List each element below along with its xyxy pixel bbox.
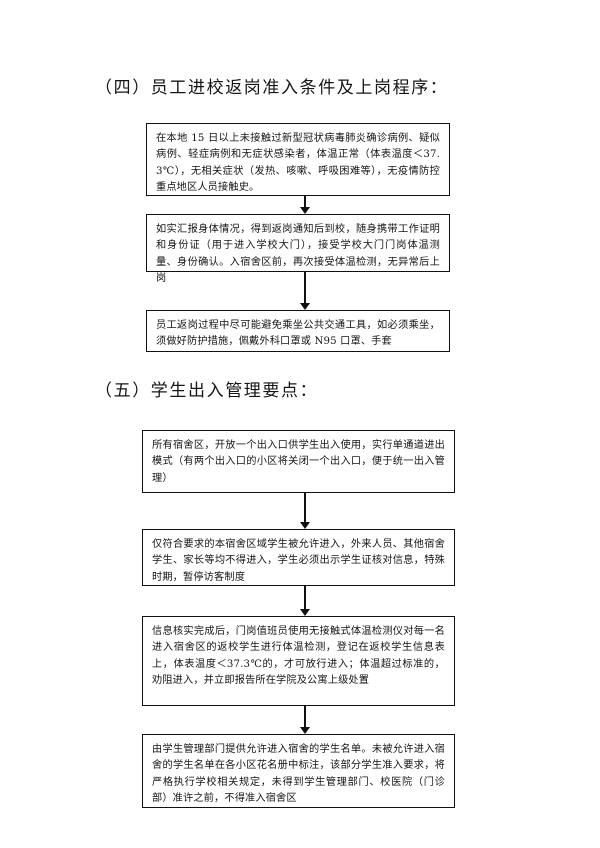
flowchart-box-text: 在本地 15 日以上未接触过新型冠状病毒肺炎确诊病例、疑似病例、轻症病例和无症状… <box>156 133 440 194</box>
arrow-head <box>300 609 310 616</box>
arrow-down-icon <box>298 586 312 616</box>
flowchart-box: 仅符合要求的本宿舍区域学生被允许进入，外来人员、其他宿舍学生、家长等均不得进入，… <box>142 529 455 586</box>
arrow-shaft <box>304 196 306 208</box>
arrow-shaft <box>304 706 306 728</box>
flowchart-box-text: 信息核实完成后，门岗值班员使用无接触式体温检测仪对每一名进入宿舍区的返校学生进行… <box>152 626 445 687</box>
arrow-head <box>300 207 310 214</box>
flowchart-box: 由学生管理部门提供允许进入宿舍的学生名单。未被允许进入宿舍的学生名单在各小区花名… <box>142 734 455 808</box>
arrow-head <box>300 727 310 734</box>
arrow-head <box>300 522 310 529</box>
flowchart-box: 所有宿舍区，开放一个出入口供学生出入使用，实行单通道进出模式（有两个出入口的小区… <box>142 430 455 493</box>
arrow-shaft <box>304 586 306 610</box>
flowchart-box-text: 由学生管理部门提供允许进入宿舍的学生名单。未被允许进入宿舍的学生名单在各小区花名… <box>152 744 445 805</box>
flowchart-box: 信息核实完成后，门岗值班员使用无接触式体温检测仪对每一名进入宿舍区的返校学生进行… <box>142 616 455 706</box>
arrow-down-icon <box>298 706 312 734</box>
flowchart-box: 如实汇报身体情况，得到返岗通知后到校，随身携带工作证明和身份证（用于进入学校大门… <box>146 214 450 284</box>
flowchart-box-text: 仅符合要求的本宿舍区域学生被允许进入，外来人员、其他宿舍学生、家长等均不得进入，… <box>152 539 445 583</box>
section-heading-four: （四）员工进校返岗准入条件及上岗程序： <box>95 78 449 98</box>
arrow-shaft <box>304 272 306 304</box>
flowchart-box: 在本地 15 日以上未接触过新型冠状病毒肺炎确诊病例、疑似病例、轻症病例和无症状… <box>146 123 450 196</box>
arrow-head <box>300 303 310 310</box>
arrow-down-icon <box>298 272 312 310</box>
arrow-down-icon <box>298 196 312 214</box>
flowchart-box-text: 如实汇报身体情况，得到返岗通知后到校，随身携带工作证明和身份证（用于进入学校大门… <box>156 224 440 285</box>
arrow-down-icon <box>298 493 312 529</box>
arrow-shaft <box>304 493 306 523</box>
flowchart-box: 员工返岗过程中尽可能避免乘坐公共交通工具，如必须乘坐，须做好防护措施，佩戴外科口… <box>146 310 450 352</box>
flowchart-box-text: 所有宿舍区，开放一个出入口供学生出入使用，实行单通道进出模式（有两个出入口的小区… <box>152 440 445 484</box>
section-heading-five: （五）学生出入管理要点： <box>95 381 319 401</box>
flowchart-box-text: 员工返岗过程中尽可能避免乘坐公共交通工具，如必须乘坐，须做好防护措施，佩戴外科口… <box>156 320 440 348</box>
